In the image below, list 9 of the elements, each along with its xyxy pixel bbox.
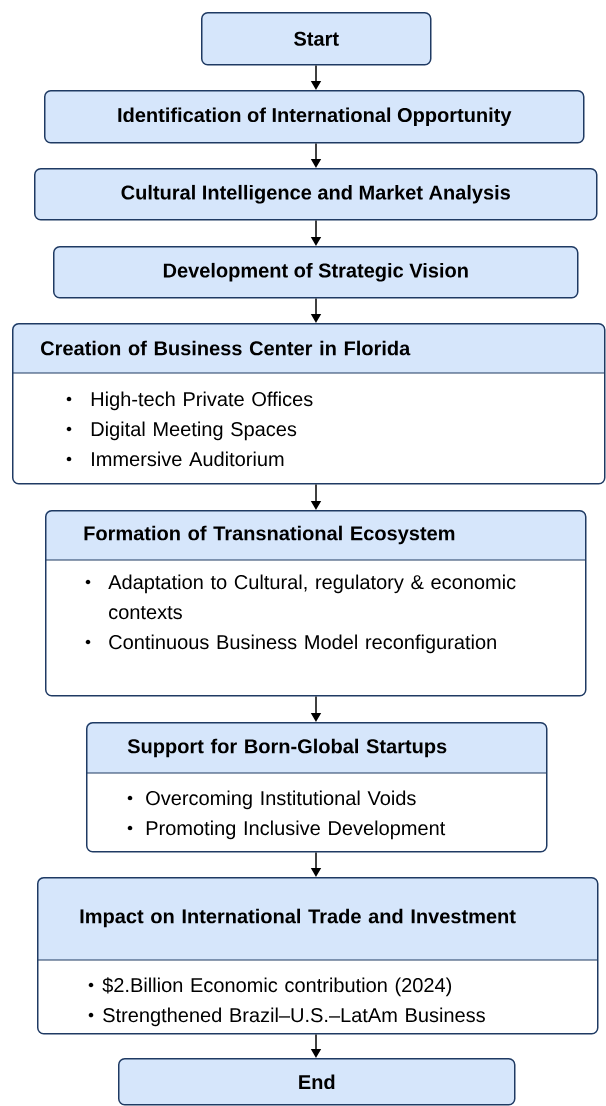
process-box: Formation of Transnational Ecosystem Adaptation to Cultural, regulatory & economic contexts Continuous Business Model reconfiguration bbox=[44, 510, 587, 697]
process-box: Development of Strategic Vision bbox=[53, 246, 579, 299]
process-box: Identification of International Opportunity bbox=[44, 90, 585, 144]
process-box: Cultural Intelligence and Market Analysis bbox=[34, 168, 598, 221]
process-box: End bbox=[118, 1058, 516, 1106]
process-box: Creation of Business Center in Florida High-tech Private Offices Digital Meeting Spaces Immersive Auditorium bbox=[11, 323, 606, 485]
process-box: Support for Born-Global Startups Overcoming Institutional Voids Promoting Inclusive Development bbox=[85, 722, 548, 853]
process-box: Impact on International Trade and Investment $2.Billion Economic contribution (2024) Strengthened Brazil–U.S.–LatAm Business bbox=[36, 877, 599, 1035]
process-box: Start bbox=[201, 12, 432, 66]
